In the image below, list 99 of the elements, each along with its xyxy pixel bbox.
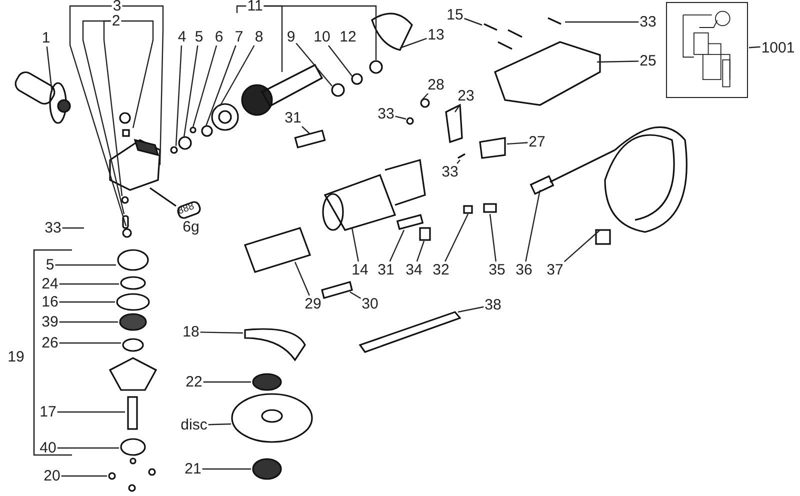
leader-line xyxy=(175,45,182,146)
leader-line xyxy=(59,283,119,285)
callout-number: 19 xyxy=(8,350,24,364)
callout-number: 13 xyxy=(428,28,444,42)
callout-number: 29 xyxy=(304,296,322,312)
callout-number: 31 xyxy=(284,110,302,126)
leader-line xyxy=(350,291,361,299)
leader-line xyxy=(748,46,760,48)
leader-line xyxy=(62,227,84,229)
callout-number: 8 xyxy=(254,30,264,44)
callout-number: 5 xyxy=(194,30,204,44)
leader-line xyxy=(420,93,428,102)
leader-line xyxy=(202,468,251,470)
leader-line xyxy=(506,142,528,145)
leader-line xyxy=(389,230,405,262)
leader-line xyxy=(59,301,115,303)
callout-number: 33 xyxy=(442,164,458,180)
leader-line xyxy=(328,45,352,76)
callout-number: 5 xyxy=(46,258,54,272)
callout-number: 12 xyxy=(340,30,356,44)
callout-number: 10 xyxy=(314,30,330,44)
callout-number: 2 xyxy=(112,14,120,28)
leader-line xyxy=(351,228,359,262)
callout-number: 39 xyxy=(42,314,58,330)
leader-line xyxy=(565,21,639,23)
callout-number: 21 xyxy=(184,462,202,476)
callout-number: 4 xyxy=(178,30,186,44)
callout-number: 11 xyxy=(247,0,263,14)
leader-line xyxy=(458,306,484,313)
callout-number: 1 xyxy=(42,30,50,46)
leader-line xyxy=(219,45,255,106)
leader-line xyxy=(205,45,236,126)
callout-number: 9 xyxy=(286,30,296,44)
callout-number: 40 xyxy=(40,440,56,456)
callout-number: 6 xyxy=(214,30,224,44)
callout-number: 14 xyxy=(352,262,368,278)
callout-number: 7 xyxy=(234,30,244,44)
callout-number: 3 xyxy=(112,0,122,14)
leader-line xyxy=(525,190,541,262)
callout-number: 34 xyxy=(406,262,422,278)
callout-number: 23 xyxy=(458,88,474,104)
callout-number: 15 xyxy=(446,8,464,22)
leader-line xyxy=(416,240,425,262)
leader-line xyxy=(395,116,406,120)
leader-line xyxy=(103,20,123,196)
callout-number: 24 xyxy=(42,276,58,292)
leader-line xyxy=(302,126,310,134)
wiring-diagram-picture xyxy=(666,2,748,98)
leader-line xyxy=(294,262,310,296)
leader-line xyxy=(122,5,164,166)
leader-line xyxy=(200,332,244,334)
callout-number: 30 xyxy=(362,296,378,312)
callout-number: 35 xyxy=(488,262,506,278)
callout-number: 33 xyxy=(640,14,656,30)
leader-line xyxy=(57,447,119,449)
leader-line xyxy=(208,423,232,426)
leader-line xyxy=(57,411,125,413)
leader-line xyxy=(183,45,198,138)
leader-line xyxy=(564,230,600,262)
leader-line xyxy=(456,160,460,164)
leader-line xyxy=(296,42,332,86)
leader-line xyxy=(82,20,125,214)
tube-marking: 888 xyxy=(176,200,196,219)
leader-line xyxy=(192,45,218,128)
leader-line xyxy=(203,381,251,383)
callout-number: 17 xyxy=(40,404,56,420)
leader-line xyxy=(236,5,246,13)
leader-line xyxy=(46,46,53,92)
leader-line xyxy=(264,5,283,72)
leader-line xyxy=(454,104,461,112)
callout-number: 26 xyxy=(42,336,58,350)
callout-number: 16 xyxy=(42,294,58,310)
leader-line xyxy=(59,342,121,344)
callout-number: 27 xyxy=(528,134,546,150)
callout-number: 1001 xyxy=(761,40,795,56)
leader-line xyxy=(464,18,482,26)
leader-line xyxy=(400,38,427,49)
callout-number: 37 xyxy=(546,262,564,278)
leader-line xyxy=(55,264,116,266)
callout-number: 33 xyxy=(378,106,394,122)
callout-number: 38 xyxy=(484,298,502,312)
callout-number: 22 xyxy=(186,374,202,390)
callout-number: 25 xyxy=(640,54,656,68)
callout-number: disc xyxy=(180,418,208,432)
callout-number: 28 xyxy=(428,78,444,92)
leader-line xyxy=(444,214,469,262)
callout-number: 33 xyxy=(44,220,62,236)
leader-line xyxy=(596,60,639,63)
callout-number: 36 xyxy=(516,262,532,278)
callout-number: 32 xyxy=(432,262,450,278)
leader-line xyxy=(61,475,107,477)
callout-number: 31 xyxy=(378,262,394,278)
leader-line xyxy=(121,20,154,128)
leader-line xyxy=(69,5,127,226)
quantity-label: 6g xyxy=(182,220,200,234)
callout-number: 20 xyxy=(44,468,60,484)
callout-number: 18 xyxy=(182,324,200,340)
leader-line xyxy=(59,321,118,323)
leader-line xyxy=(489,214,496,262)
